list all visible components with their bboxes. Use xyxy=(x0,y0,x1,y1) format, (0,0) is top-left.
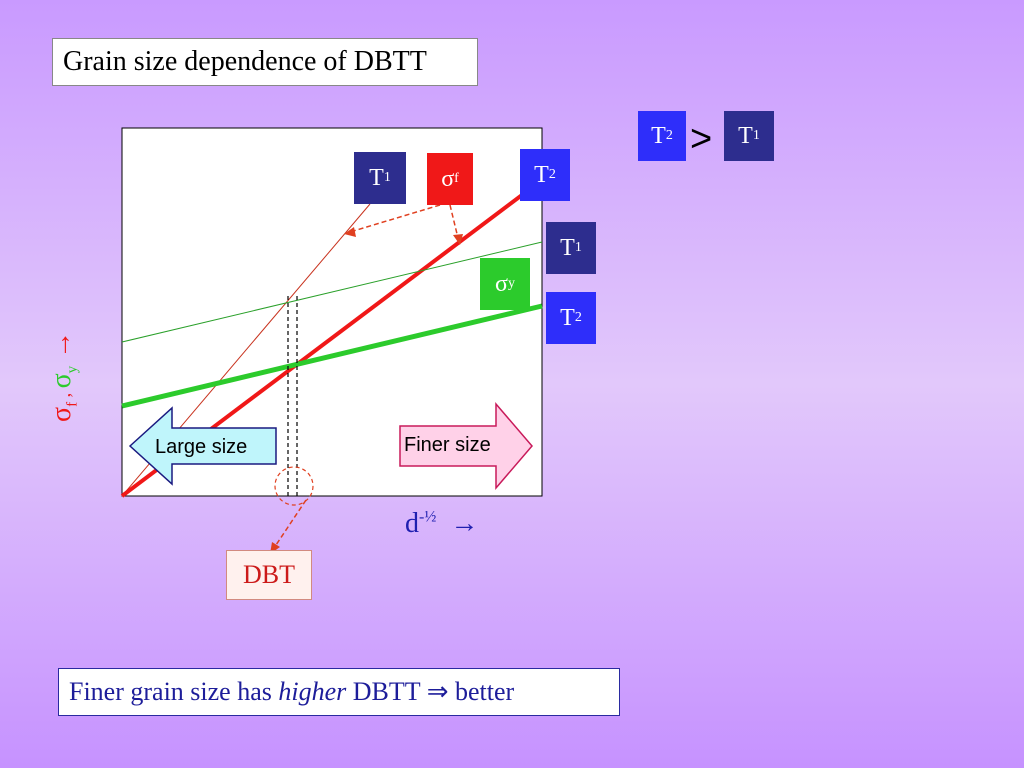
conclusion-post: DBTT ⇒ better xyxy=(346,677,515,706)
legend-greater-than: > xyxy=(690,118,713,160)
y-axis-sigma-y-sub: y xyxy=(64,365,81,374)
y-axis-comma: , xyxy=(54,388,74,402)
label-t2-mid-sub: 2 xyxy=(574,310,582,325)
label-t1-mid-sub: 1 xyxy=(574,240,582,255)
legend-t1-base: T xyxy=(738,122,753,149)
label-t2-top-sub: 2 xyxy=(548,167,556,182)
x-axis-sup: -½ xyxy=(419,508,437,526)
y-axis-arrow: → xyxy=(46,330,77,366)
x-axis-arrow: → xyxy=(450,508,479,539)
y-axis-sigma-f-sub: f xyxy=(64,401,81,407)
large-size-label: Large size xyxy=(155,436,248,458)
slide-title: Grain size dependence of DBTT xyxy=(52,38,478,86)
dbt-circle xyxy=(274,466,314,506)
dbt-pointer-line xyxy=(273,499,307,549)
dbt-label: DBT xyxy=(226,550,312,600)
conclusion-emphasis: higher xyxy=(278,677,347,706)
y-axis-sigma-y: σ xyxy=(46,373,77,389)
label-sigma-f-base: σ xyxy=(441,165,455,192)
y-axis-label: σf , σy → xyxy=(46,331,166,422)
sigma-y-t1-line xyxy=(121,241,543,343)
conclusion-text: Finer grain size has higher DBTT ⇒ bette… xyxy=(58,668,620,716)
sigma-f-pointer-t1-head xyxy=(344,227,356,237)
label-t2-top-base: T xyxy=(534,161,549,188)
label-t1-top-sub: 1 xyxy=(383,170,391,185)
label-sigma-y-sub: y xyxy=(507,276,515,291)
sigma-f-pointer-t2-head xyxy=(453,234,463,245)
label-sigma-f-sub: f xyxy=(454,171,459,186)
conclusion-pre: Finer grain size has xyxy=(69,677,279,706)
sigma-f-pointer-t2-line xyxy=(449,204,459,239)
label-t2-mid-base: T xyxy=(560,304,575,331)
y-axis-sigma-f: σ xyxy=(46,406,77,422)
label-sigma-y-base: σ xyxy=(495,270,508,297)
finer-size-arrow-shape xyxy=(399,401,533,491)
legend-t2-sub: 2 xyxy=(665,128,673,143)
large-size-arrow-shape xyxy=(128,406,277,486)
legend-t2-base: T xyxy=(651,122,666,149)
x-axis-base: d xyxy=(405,508,419,539)
sigma-y-t2-line xyxy=(121,303,543,409)
legend-t1-sub: 1 xyxy=(752,128,760,143)
label-t1-top-base: T xyxy=(369,164,384,191)
label-t1-mid-base: T xyxy=(560,234,575,261)
x-axis-label: d-½ → xyxy=(405,508,478,540)
finer-size-label: Finer size xyxy=(404,434,491,456)
